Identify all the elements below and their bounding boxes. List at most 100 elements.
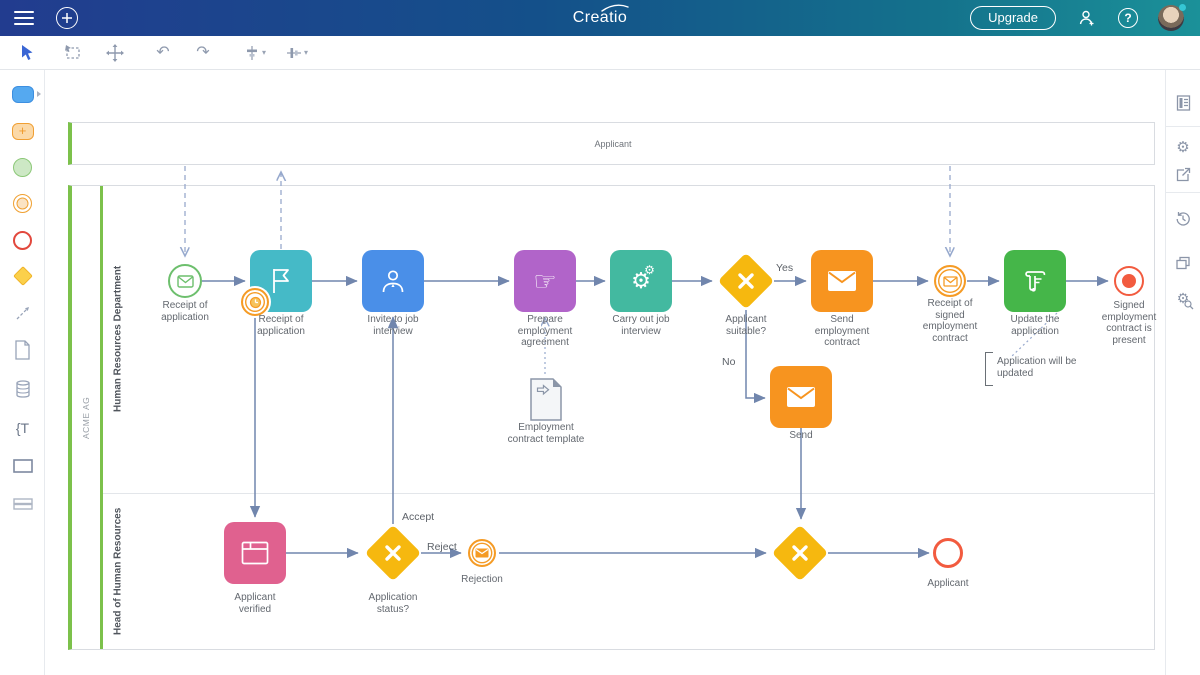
node-label: Signed employment contract is present bbox=[1101, 300, 1157, 346]
node-label: Applicant suitable? bbox=[725, 314, 767, 337]
subprocess-shape-icon: + bbox=[11, 122, 34, 140]
history-button[interactable] bbox=[1166, 204, 1200, 234]
pointer-tool-button[interactable] bbox=[14, 40, 40, 66]
rightbar-separator bbox=[1166, 126, 1200, 127]
message-envelope-icon bbox=[176, 274, 194, 288]
palette-pool[interactable] bbox=[0, 452, 45, 480]
node-label: Receipt of application bbox=[257, 314, 305, 337]
export-button[interactable] bbox=[1166, 160, 1200, 190]
advanced-settings-button[interactable]: ⚙ bbox=[1166, 284, 1200, 314]
magnifier-icon bbox=[1184, 300, 1194, 310]
boundary-timer-event[interactable] bbox=[241, 288, 269, 316]
document-shape-icon bbox=[15, 340, 30, 360]
plus-icon bbox=[62, 13, 72, 23]
align-horizontal-center-icon bbox=[246, 45, 257, 60]
node-label: Employment contract template bbox=[507, 422, 585, 445]
lane-head-of-hr-label: Head of Human Resources bbox=[112, 507, 124, 636]
task-send[interactable] bbox=[770, 366, 832, 428]
task-invite-to-job-interview[interactable] bbox=[362, 250, 424, 312]
avatar[interactable] bbox=[1158, 4, 1186, 31]
data-object-contract-template[interactable] bbox=[529, 377, 563, 427]
logo-text: Creatio bbox=[572, 9, 628, 26]
task-send-employment-contract[interactable] bbox=[811, 250, 873, 312]
table-icon bbox=[241, 541, 269, 565]
end-event-signed-contract-present[interactable] bbox=[1114, 266, 1144, 296]
data-object-icon bbox=[530, 378, 562, 421]
palette-start-event[interactable] bbox=[0, 153, 45, 181]
lasso-select-button[interactable] bbox=[60, 40, 86, 66]
event-rejection[interactable] bbox=[468, 539, 496, 567]
overlapping-windows-icon bbox=[1176, 256, 1190, 270]
hand-icon: ☞ bbox=[533, 266, 557, 296]
add-user-button[interactable] bbox=[1076, 7, 1098, 29]
logo-swoosh bbox=[601, 4, 629, 12]
chevron-down-icon: ▾ bbox=[261, 48, 266, 57]
help-button[interactable]: ? bbox=[1118, 8, 1138, 28]
history-clock-icon bbox=[1176, 212, 1190, 226]
lane-hr-department-label: Human Resources Department bbox=[112, 265, 124, 413]
gateway-application-status[interactable] bbox=[364, 524, 422, 582]
topbar: Creatio Upgrade ? bbox=[0, 0, 1200, 36]
text-annotation-bracket bbox=[985, 352, 993, 386]
gateway-merge[interactable] bbox=[771, 524, 829, 582]
share-export-icon bbox=[1176, 167, 1191, 182]
end-event-applicant[interactable] bbox=[933, 538, 963, 568]
shape-palette: + bbox=[0, 70, 45, 675]
palette-lane[interactable] bbox=[0, 490, 45, 518]
message-envelope-filled-icon bbox=[475, 548, 489, 558]
palette-intermediate-event[interactable] bbox=[0, 189, 45, 217]
node-label: Prepare employment agreement bbox=[517, 314, 573, 348]
pool-applicant[interactable]: Applicant bbox=[68, 122, 1155, 165]
start-event-shape-icon bbox=[13, 157, 32, 177]
hamburger-icon[interactable] bbox=[14, 11, 34, 25]
gear-icon: ⚙ bbox=[631, 267, 651, 293]
gateway-applicant-suitable[interactable] bbox=[717, 252, 775, 310]
lane-divider bbox=[103, 493, 1154, 494]
add-record-button[interactable] bbox=[56, 7, 78, 29]
rightbar-separator bbox=[1166, 192, 1200, 193]
palette-text-annotation[interactable]: {T bbox=[0, 414, 45, 442]
flag-icon bbox=[273, 269, 289, 293]
node-label: Application status? bbox=[368, 592, 418, 615]
node-label: Receipt of application bbox=[161, 300, 209, 323]
node-label: Invite to job interview bbox=[367, 314, 419, 337]
lane-green-bar bbox=[100, 186, 103, 649]
event-receipt-of-signed-contract[interactable] bbox=[934, 265, 966, 297]
align-horizontal-button[interactable]: ▾ bbox=[242, 40, 268, 66]
settings-button[interactable]: ⚙ bbox=[1166, 132, 1200, 162]
right-toolbar: ⚙ ⚙ bbox=[1165, 70, 1200, 675]
palette-data-store[interactable] bbox=[0, 375, 45, 403]
node-label: Receipt of signed employment contract bbox=[922, 298, 978, 344]
palette-gateway[interactable] bbox=[0, 262, 45, 290]
task-prepare-employment-agreement[interactable]: ☞ bbox=[514, 250, 576, 312]
chevron-down-icon: ▾ bbox=[303, 48, 308, 57]
align-vertical-button[interactable]: ▾ bbox=[284, 40, 310, 66]
edge-label-accept: Accept bbox=[402, 511, 435, 523]
node-label: Send bbox=[789, 430, 813, 441]
undo-button[interactable]: ↶ bbox=[150, 40, 176, 66]
node-label: Send employment contract bbox=[814, 314, 870, 348]
properties-panel-button[interactable] bbox=[1166, 88, 1200, 118]
start-event-receipt-of-application[interactable] bbox=[168, 264, 202, 298]
pool-shape-icon bbox=[12, 459, 33, 473]
palette-end-event[interactable] bbox=[0, 226, 45, 254]
windows-button[interactable] bbox=[1166, 248, 1200, 278]
edge-label-yes: Yes bbox=[776, 262, 794, 274]
properties-panel-icon bbox=[1176, 95, 1190, 111]
palette-document[interactable] bbox=[0, 336, 45, 364]
palette-connector[interactable] bbox=[0, 299, 45, 327]
text-annotation[interactable]: Application will be updated bbox=[997, 356, 1077, 379]
diagram-canvas[interactable]: Applicant ACME AG Human Resources Depart… bbox=[45, 70, 1165, 675]
task-carry-out-job-interview[interactable]: ⚙ ⚙ bbox=[610, 250, 672, 312]
node-label: Applicant bbox=[927, 578, 969, 589]
topbar-right: Upgrade ? bbox=[970, 0, 1200, 36]
pool-applicant-label: Applicant bbox=[594, 138, 632, 149]
end-event-fill bbox=[1122, 274, 1136, 288]
palette-task[interactable] bbox=[0, 80, 45, 108]
upgrade-button[interactable]: Upgrade bbox=[970, 6, 1056, 30]
redo-button[interactable]: ↷ bbox=[190, 40, 216, 66]
task-applicant-verified[interactable] bbox=[224, 522, 286, 584]
task-update-the-application[interactable] bbox=[1004, 250, 1066, 312]
move-tool-button[interactable] bbox=[102, 40, 128, 66]
palette-subprocess[interactable]: + bbox=[0, 117, 45, 145]
